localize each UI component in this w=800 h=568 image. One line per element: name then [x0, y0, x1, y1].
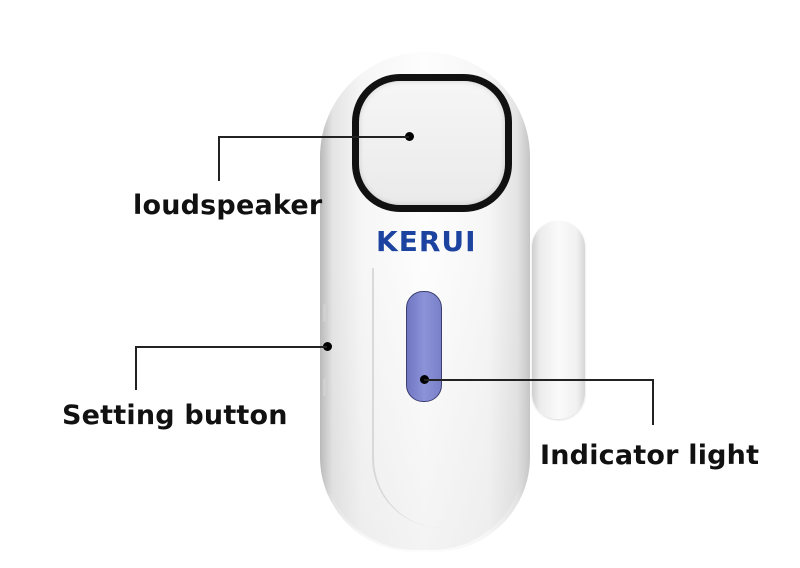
setting-button-callout-dot — [323, 342, 332, 351]
setting-button-callout-hline — [135, 346, 327, 348]
brand-logo: KERUI — [376, 225, 477, 258]
indicator-callout-hline — [424, 379, 653, 381]
loudspeaker-callout-dot — [405, 132, 414, 141]
magnet-sensor — [532, 221, 585, 419]
indicator-callout-vline — [652, 379, 654, 425]
body-contour-line — [372, 268, 519, 528]
loudspeaker-callout-vline — [218, 136, 220, 181]
side-button-lower — [323, 378, 328, 396]
loudspeaker-callout-hline — [218, 136, 409, 138]
loudspeaker-label: loudspeaker — [133, 190, 323, 221]
indicator-light — [406, 291, 442, 402]
loudspeaker-grille — [352, 74, 512, 212]
setting-button-label: Setting button — [62, 400, 288, 431]
side-button-upper — [323, 304, 328, 322]
setting-button-callout-vline — [135, 346, 137, 390]
indicator-light-label: Indicator light — [540, 440, 760, 471]
